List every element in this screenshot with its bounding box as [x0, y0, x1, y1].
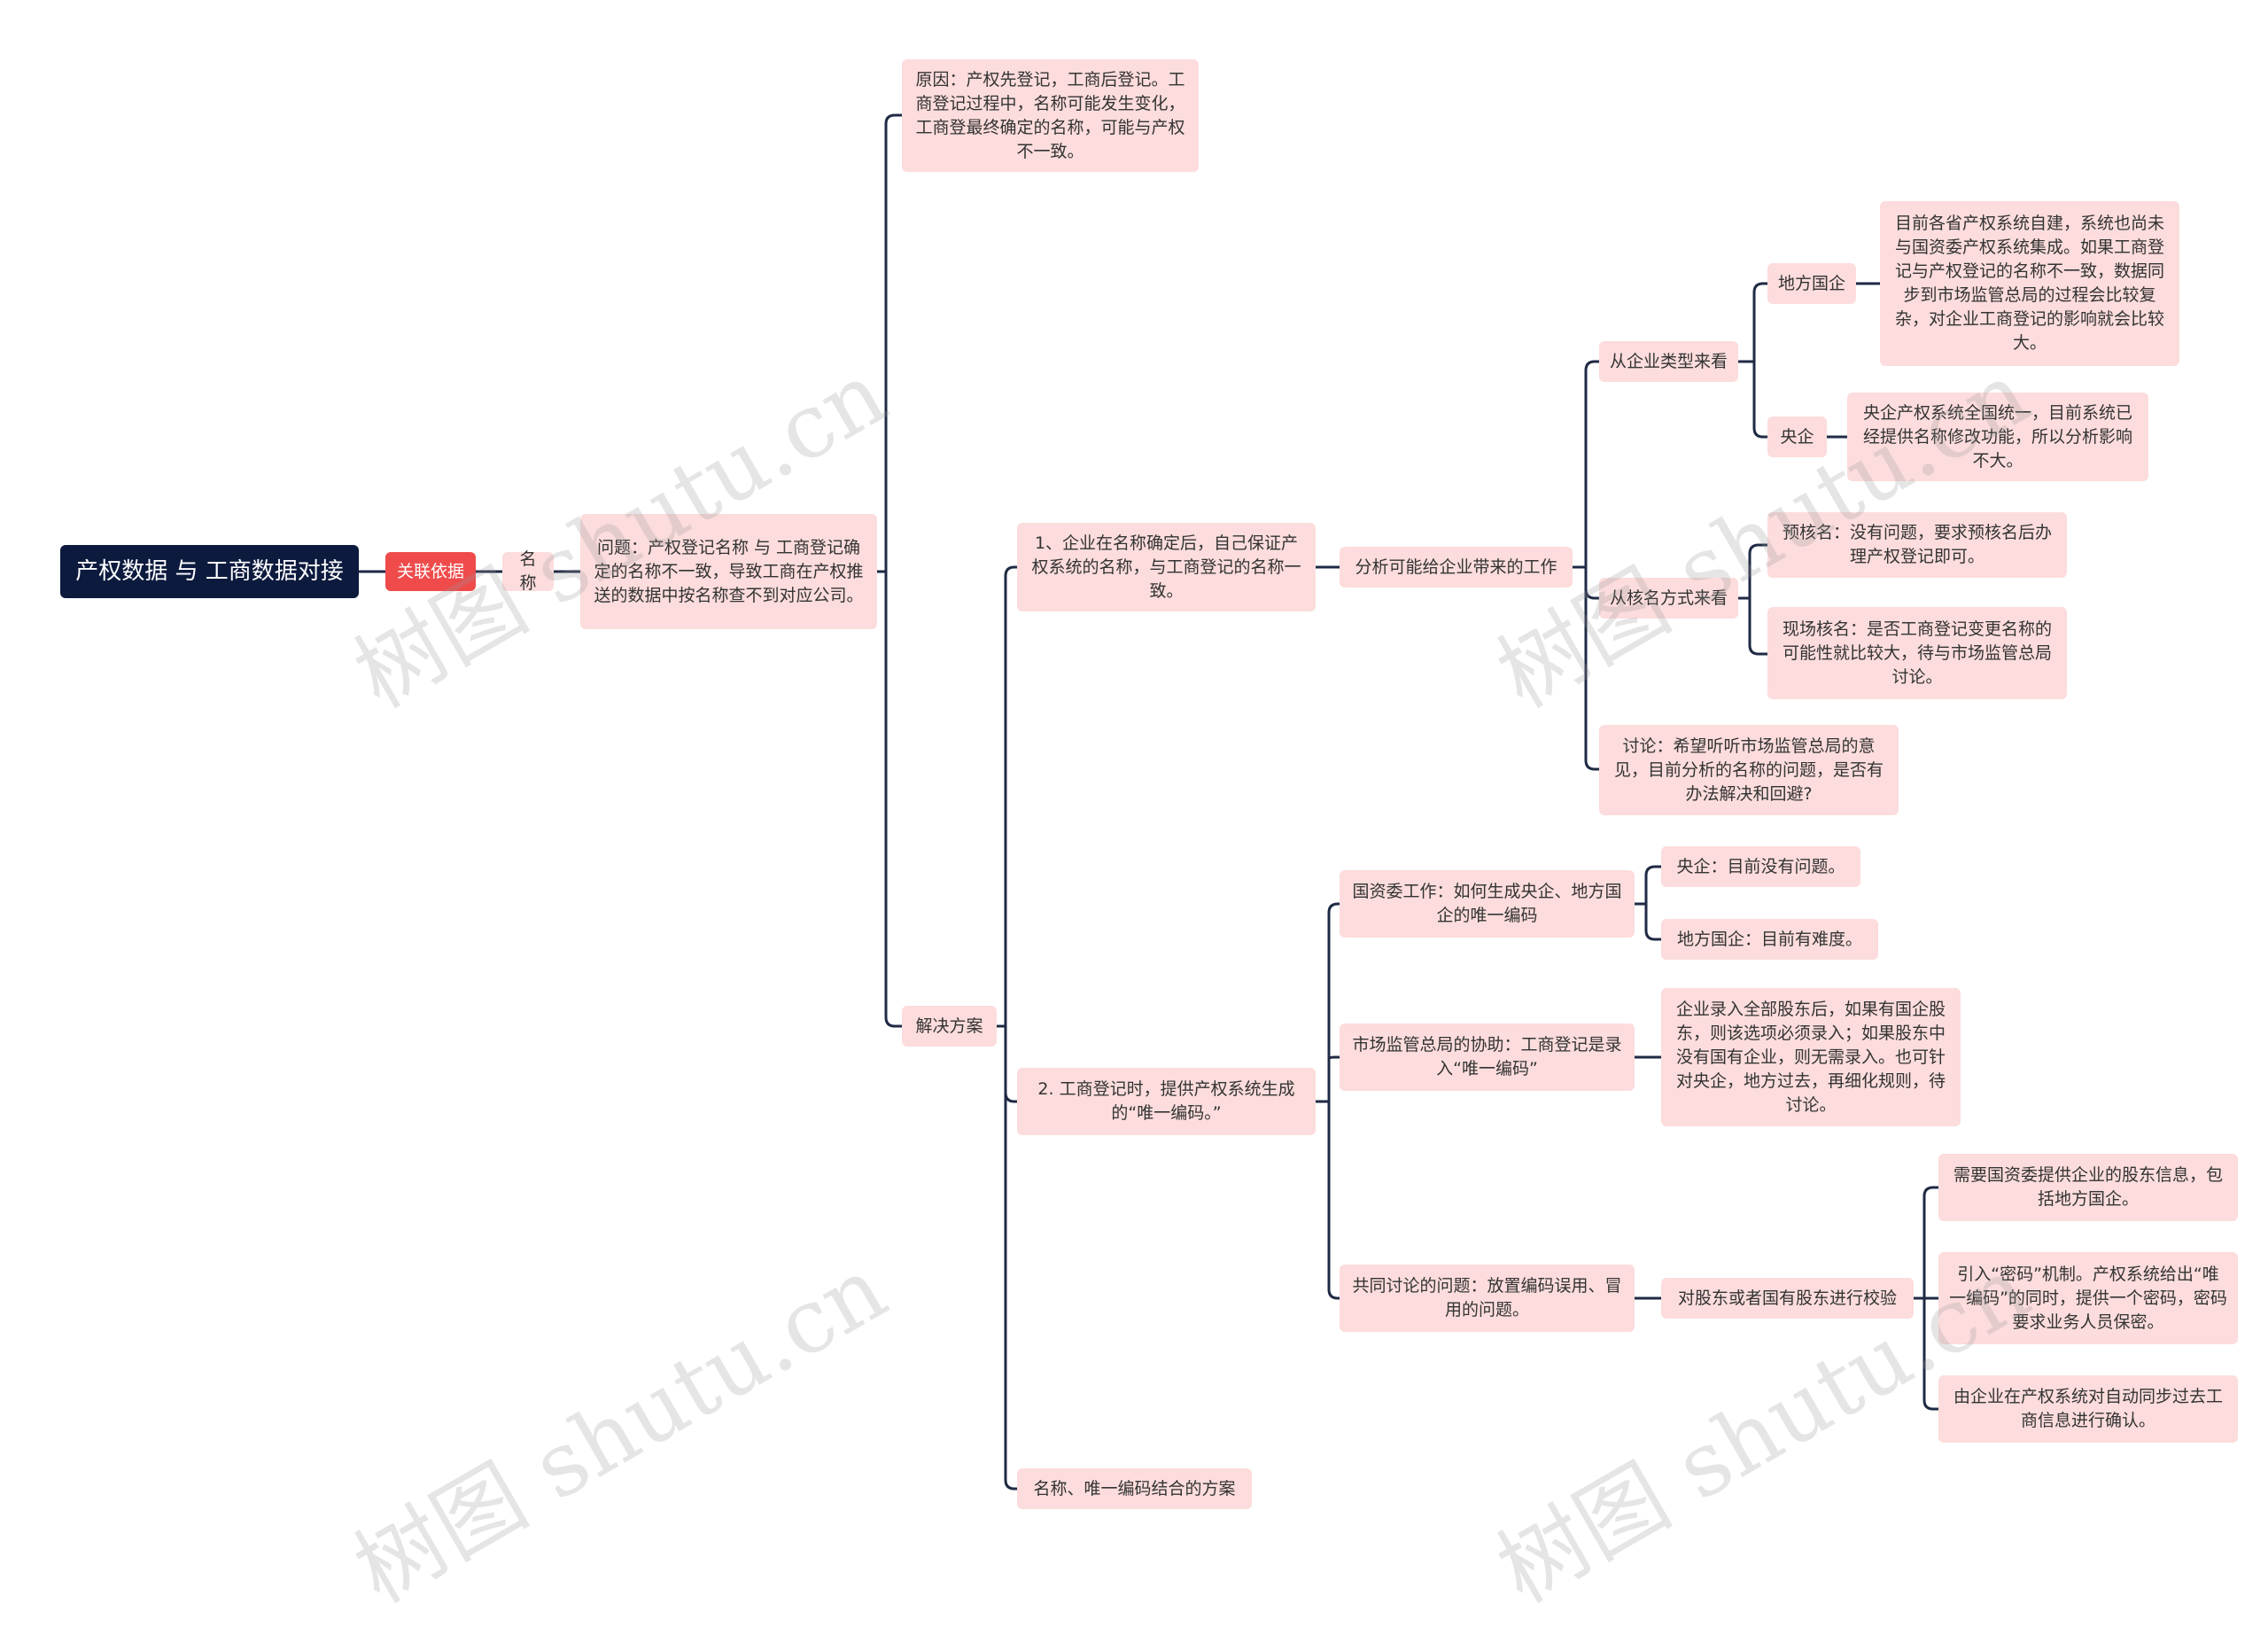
onsite-check-node[interactable]: 现场核名：是否工商登记变更名称的可能性就比较大，待与市场监管总局讨论。 — [1767, 607, 2067, 699]
verify-item-3[interactable]: 由企业在产权系统对自动同步过去工商信息进行确认。 — [1938, 1375, 2238, 1443]
samr-help-node[interactable]: 市场监管总局的协助：工商登记是录入“唯一编码” — [1340, 1024, 1635, 1091]
analysis-node[interactable]: 分析可能给企业带来的工作 — [1340, 547, 1573, 588]
sasac-central-node[interactable]: 央企：目前没有问题。 — [1661, 846, 1860, 887]
local-soe-node[interactable]: 地方国企 — [1767, 263, 1856, 304]
verify-item-1[interactable]: 需要国资委提供企业的股东信息，包括地方国企。 — [1938, 1154, 2238, 1221]
mindmap-canvas: 产权数据 与 工商数据对接 关联依据 名称 问题：产权登记名称 与 工商登记确定… — [60, 59, 2238, 1623]
central-soe-detail[interactable]: 央企产权系统全国统一，目前系统已经提供名称修改功能，所以分析影响不大。 — [1847, 393, 2148, 481]
sasac-work-node[interactable]: 国资委工作：如何生成央企、地方国企的唯一编码 — [1340, 870, 1635, 938]
pre-check-node[interactable]: 预核名：没有问题，要求预核名后办理产权登记即可。 — [1767, 512, 2067, 578]
solution-3-node[interactable]: 名称、唯一编码结合的方案 — [1017, 1468, 1252, 1509]
local-soe-detail[interactable]: 目前各省产权系统自建，系统也尚未与国资委产权系统集成。如果工商登记与产权登记的名… — [1880, 201, 2179, 366]
name-node[interactable]: 名称 — [502, 549, 554, 593]
root-topic[interactable]: 产权数据 与 工商数据对接 — [60, 545, 359, 598]
verify-item-2[interactable]: 引入“密码”机制。产权系统给出“唯一编码”的同时，提供一个密码，密码要求业务人员… — [1938, 1252, 2238, 1344]
reason-node[interactable]: 原因：产权先登记，工商后登记。工商登记过程中，名称可能发生变化，工商登最终确定的… — [902, 59, 1199, 172]
connector-lines — [357, 113, 1940, 1491]
samr-detail-node[interactable]: 企业录入全部股东后，如果有国企股东，则该选项必须录入；如果股东中没有国有企业，则… — [1661, 988, 1961, 1126]
common-issue-node[interactable]: 共同讨论的问题：放置编码误用、冒用的问题。 — [1340, 1265, 1635, 1332]
by-method-node[interactable]: 从核名方式来看 — [1599, 578, 1738, 619]
solution-1-node[interactable]: 1、企业在名称确定后，自己保证产权系统的名称，与工商登记的名称一致。 — [1017, 523, 1316, 611]
relation-tag[interactable]: 关联依据 — [385, 552, 476, 591]
discussion-node[interactable]: 讨论：希望听听市场监管总局的意见，目前分析的名称的问题，是否有办法解决和回避? — [1599, 725, 1899, 815]
problem-node[interactable]: 问题：产权登记名称 与 工商登记确定的名称不一致，导致工商在产权推送的数据中按名… — [580, 514, 877, 629]
central-soe-node[interactable]: 央企 — [1767, 416, 1827, 457]
by-type-node[interactable]: 从企业类型来看 — [1599, 341, 1738, 382]
verify-node[interactable]: 对股东或者国有股东进行校验 — [1661, 1278, 1914, 1319]
solution-node[interactable]: 解决方案 — [902, 1006, 997, 1047]
sasac-local-node[interactable]: 地方国企：目前有难度。 — [1661, 919, 1878, 960]
solution-2-node[interactable]: 2. 工商登记时，提供产权系统生成的“唯一编码。” — [1017, 1068, 1316, 1135]
